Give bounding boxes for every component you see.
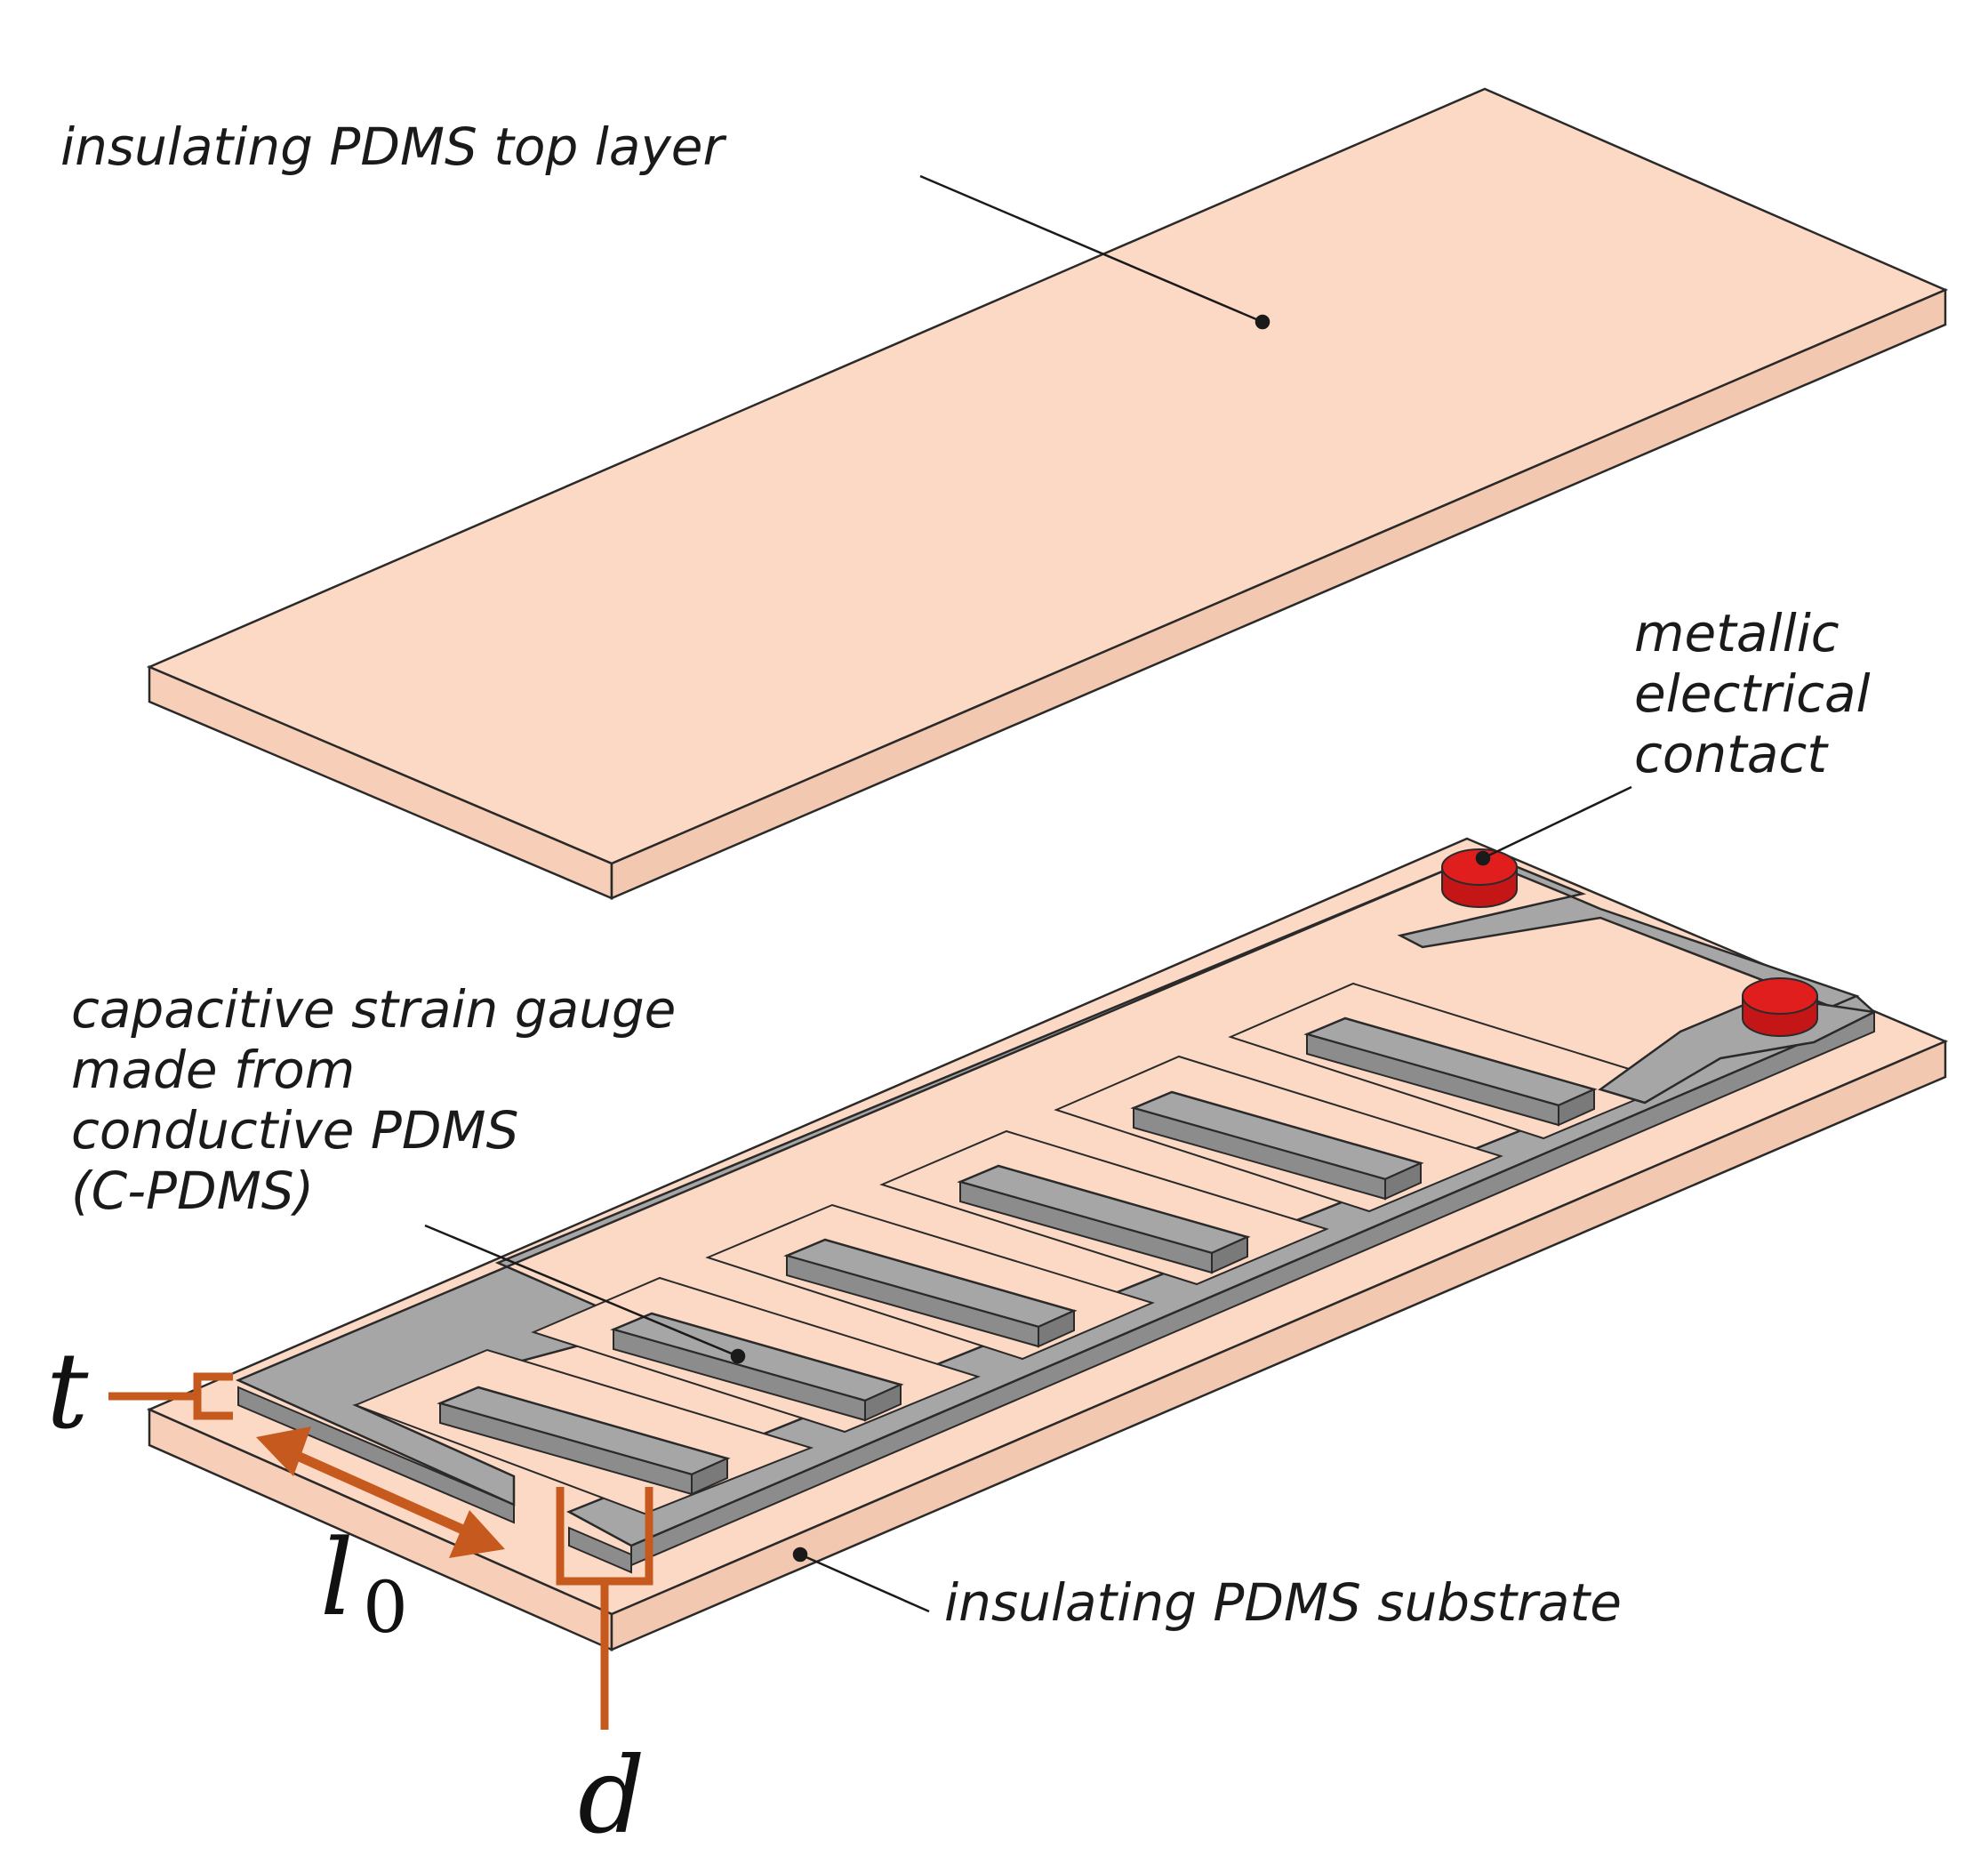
leader-contact (1482, 785, 1632, 860)
gauge-finger-5-end (1384, 1161, 1422, 1201)
label-gauge-line3: conductive PDMS (71, 1100, 518, 1161)
label-contact-line2: electrical (1634, 663, 1871, 724)
gauge-left-arm-side (237, 1386, 515, 1524)
leader-gauge (424, 1224, 739, 1358)
symbol-thickness: t (46, 1330, 89, 1452)
length-arrowhead-right (449, 1510, 505, 1558)
length-arrow (256, 1426, 505, 1558)
leader-gauge-dot (730, 1348, 746, 1364)
metallic-contact-2 (1742, 977, 1818, 1037)
dimension-markers (108, 1372, 653, 1730)
leader-lines (424, 174, 1632, 1613)
label-contact-line3: contact (1634, 724, 1829, 784)
top-layer-right-face (610, 288, 1947, 900)
leader-substrate (799, 1553, 930, 1613)
contact-2-top (1742, 977, 1818, 1015)
label-top-layer: insulating PDMS top layer (60, 116, 726, 177)
gauge-finger-2-end (864, 1383, 902, 1422)
metallic-contact-1 (1441, 848, 1518, 908)
label-substrate: insulating PDMS substrate (944, 1572, 1622, 1633)
label-gauge-line1: capacitive strain gauge (71, 979, 676, 1040)
leader-top-layer (919, 174, 1263, 324)
length-arrow-shaft (291, 1449, 469, 1537)
pdms-substrate (146, 837, 1949, 1651)
gauge-fingers (437, 1016, 1598, 1496)
gauge-finger-1-end (691, 1457, 728, 1496)
top-pdms-layer (146, 87, 1949, 900)
leader-contact-dot (1475, 850, 1491, 866)
gauge-frame-top (235, 852, 1860, 1506)
gauge-end-side (568, 1526, 632, 1574)
gauge-finger-6-end (1558, 1088, 1595, 1127)
leader-top-layer-dot (1255, 314, 1271, 330)
label-contact-line1: metallic (1634, 603, 1840, 663)
label-gauge-line2: made from (71, 1040, 355, 1100)
symbol-gap: d (578, 1734, 645, 1857)
gauge-finger-3-end (1038, 1309, 1075, 1348)
capacitive-strain-gauge (235, 852, 1879, 1574)
substrate-right-face (610, 1040, 1947, 1651)
gauge-finger-4-end (1211, 1235, 1248, 1274)
contact-1-top (1441, 848, 1518, 886)
symbol-length: l (320, 1516, 354, 1639)
symbol-length-subscript: 0 (363, 1566, 408, 1649)
label-gauge-line4: (C-PDMS) (71, 1161, 314, 1221)
leader-substrate-dot (792, 1547, 808, 1563)
length-arrowhead-left (256, 1426, 311, 1476)
